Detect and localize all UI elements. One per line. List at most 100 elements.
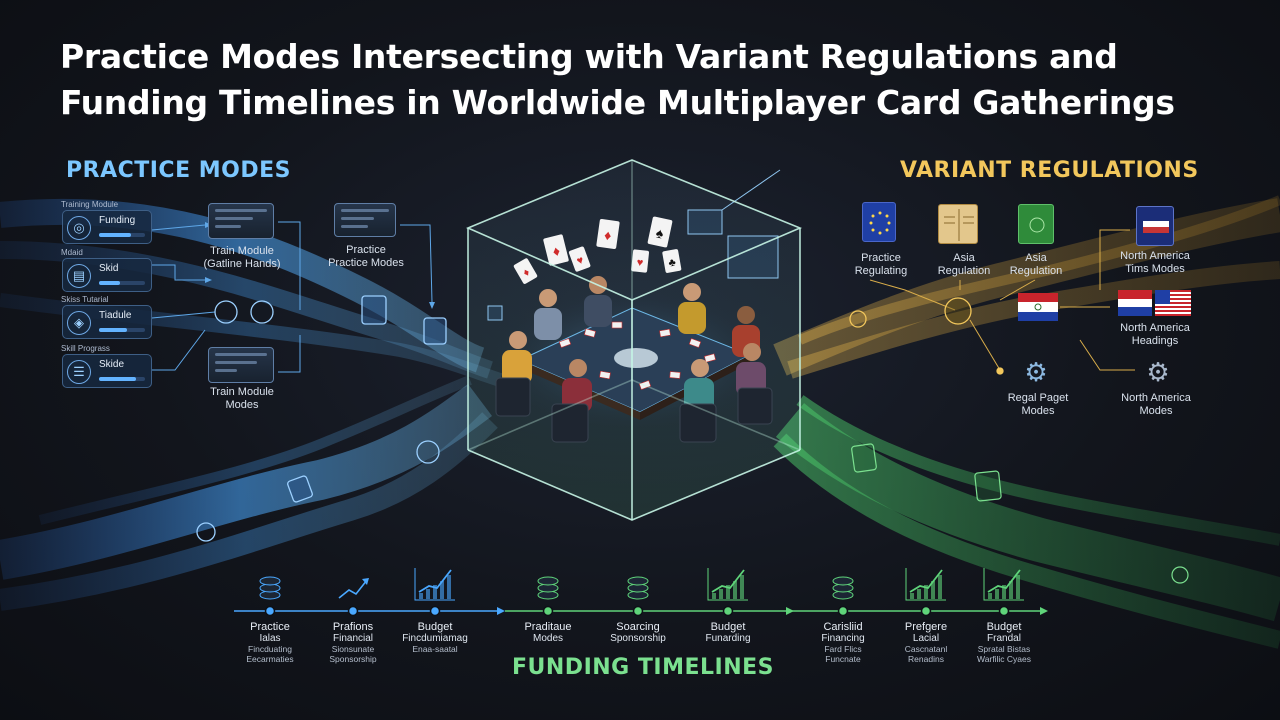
- label-line-1: Asia: [953, 252, 975, 264]
- svg-text:♦: ♦: [521, 266, 532, 279]
- timeline-arrow-green-2: [1040, 607, 1048, 615]
- variant-regulations-heading: VARIANT REGULATIONS: [900, 158, 1199, 183]
- label-line-2: Tims Modes: [1125, 263, 1185, 275]
- timeline-label-sub: Lacial: [912, 633, 940, 644]
- timeline-label-sub: Sponsorship: [329, 654, 377, 664]
- bar-chart-icon: [905, 568, 946, 601]
- svg-text:♣: ♣: [668, 256, 677, 269]
- variant-label-5: North America Headings: [1104, 322, 1206, 348]
- label-line-1: Train Module: [210, 245, 274, 257]
- label-line-2: Modes: [225, 399, 259, 411]
- module-icon: ◈: [67, 311, 91, 335]
- variant-label-3: Asia Regulation: [998, 252, 1074, 278]
- variant-label-6: Regal Paget Modes: [990, 392, 1086, 418]
- timeline-label-sub: Financial: [332, 633, 374, 644]
- bar-chart-icon: [707, 568, 748, 601]
- bar-chart-icon: [414, 568, 455, 601]
- timeline-label-sub: Cascnatanl: [904, 644, 948, 654]
- north-america-flag-icon: [1136, 206, 1174, 246]
- flag-red-white-blue-icon: [1118, 290, 1152, 316]
- label-line-1: Train Module: [210, 386, 274, 398]
- practice-card-text: Skide: [99, 359, 125, 370]
- svg-text:♦: ♦: [551, 242, 562, 259]
- timeline-node: [920, 605, 932, 617]
- practice-screen-label-3: Train Module Modes: [200, 386, 284, 412]
- practice-card-caption: Skill Prograss: [61, 344, 110, 353]
- timeline-label-title: Practice: [250, 621, 290, 633]
- timeline-label-sub: Fard Flics: [824, 644, 862, 654]
- timeline-node: [998, 605, 1010, 617]
- variant-label-2: Asia Regulation: [924, 252, 1004, 278]
- timeline-node: [264, 605, 276, 617]
- regulation-book-icon: [1018, 204, 1054, 244]
- practice-screen-2: [334, 203, 396, 237]
- timeline-label-sub: Fincduating: [248, 644, 292, 654]
- practice-card-progress: [99, 328, 145, 332]
- eu-flag-icon: [862, 202, 896, 242]
- funding-timelines-heading: FUNDING TIMELINES: [512, 655, 774, 680]
- svg-text:♥: ♥: [636, 257, 644, 270]
- timeline-node: [542, 605, 554, 617]
- gear-icon: ⚙: [1146, 357, 1170, 387]
- label-line-2: Modes: [1139, 405, 1173, 417]
- coin-stack-icon: [259, 576, 281, 600]
- practice-card-text: Tiadule: [99, 310, 132, 321]
- timeline-label-sub: Funcnate: [825, 654, 861, 664]
- practice-card-caption: Training Module: [61, 200, 119, 209]
- timeline-label-title: Prafions: [332, 621, 374, 633]
- practice-card-progress: [99, 233, 145, 237]
- timeline-label-title: Budget: [710, 621, 746, 633]
- rule-book-icon: [938, 204, 978, 244]
- coin-stack-icon: [832, 576, 854, 600]
- variant-label-1: Practice Regulating: [836, 252, 926, 278]
- timeline-label-sub: Spratal Bistas: [977, 644, 1031, 654]
- label-line-1: Regal Paget: [1007, 392, 1069, 404]
- timeline-label-sub: Enaa-saatal: [412, 644, 458, 654]
- list-icon: ☰: [67, 360, 91, 384]
- coin-stack-icon: [627, 576, 649, 600]
- paraguay-flag-icon: [1018, 293, 1058, 321]
- timeline-label-sub: Renadins: [908, 654, 944, 664]
- svg-text:♠: ♠: [654, 224, 665, 241]
- bar-chart-icon: [983, 568, 1024, 601]
- timeline-label-sub: Fincdumiamag: [402, 633, 468, 644]
- growth-arrow-icon: [338, 578, 369, 599]
- timeline-label-title: Budget: [986, 621, 1022, 633]
- central-cube: ♦ ♦ ♠ ♥ ♦ ♥ ♣: [465, 159, 803, 521]
- label-line-2: Regulation: [937, 265, 991, 277]
- timeline-label-sub: Financing: [821, 633, 865, 644]
- practice-screen-1: [208, 203, 274, 239]
- timeline-label-sub: Eecarmaties: [246, 654, 294, 664]
- label-line-2: Regulating: [854, 265, 908, 277]
- practice-modes-heading: PRACTICE MODES: [66, 158, 291, 183]
- label-line-1: Practice: [346, 244, 386, 256]
- timeline-label-sub: Warfilic Cyaes: [977, 654, 1031, 664]
- practice-screen-label-2: Practice Practice Modes: [320, 244, 412, 270]
- timeline-node: [632, 605, 644, 617]
- variant-label-7: North America Modes: [1106, 392, 1206, 418]
- floating-cards: ♦ ♦ ♠ ♥ ♦ ♥ ♣: [513, 216, 682, 284]
- practice-connectors: [151, 221, 433, 373]
- variant-connectors: [869, 229, 1135, 371]
- page-title: Practice Modes Intersecting with Variant…: [60, 34, 1230, 126]
- timeline-node: [722, 605, 734, 617]
- practice-stream-icons: [196, 295, 447, 542]
- timeline-label-title: Soarcing: [616, 621, 660, 633]
- timeline-label-sub: Ialas: [259, 633, 281, 644]
- title-line-1: Practice Modes Intersecting with Variant…: [60, 37, 1118, 76]
- funding-stream-icons: [851, 443, 1189, 584]
- gears-icon: ⚙: [1024, 357, 1048, 387]
- svg-text:♦: ♦: [603, 227, 612, 244]
- practice-card-progress: [99, 377, 145, 381]
- label-line-1: North America: [1120, 322, 1190, 334]
- practice-card-caption: Mdaid: [61, 248, 83, 257]
